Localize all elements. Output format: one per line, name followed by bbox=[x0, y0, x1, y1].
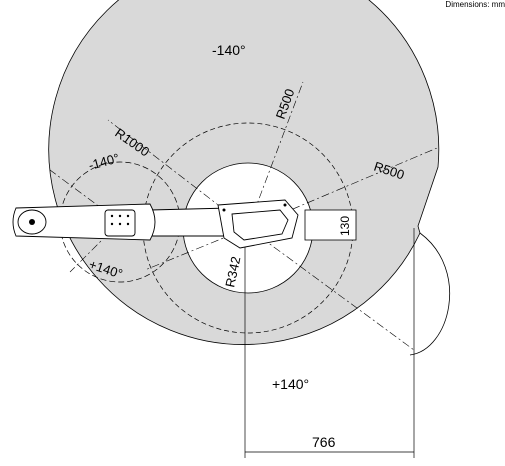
dim-label-horizontal-offset: 766 bbox=[312, 434, 336, 450]
angle-label-arm1-minus: -140° bbox=[212, 42, 246, 58]
dim-766 bbox=[244, 228, 415, 458]
dim-label-base-width: 130 bbox=[338, 216, 352, 236]
angle-label-arm1-plus: +140° bbox=[272, 376, 309, 392]
units-note: Dimensions: mm bbox=[445, 0, 505, 9]
envelope-right-lobe bbox=[409, 232, 451, 356]
base-inner bbox=[231, 209, 289, 241]
base-rect bbox=[304, 209, 357, 241]
radius-label-inner-min: R342 bbox=[222, 255, 243, 289]
arm-details bbox=[29, 203, 287, 226]
